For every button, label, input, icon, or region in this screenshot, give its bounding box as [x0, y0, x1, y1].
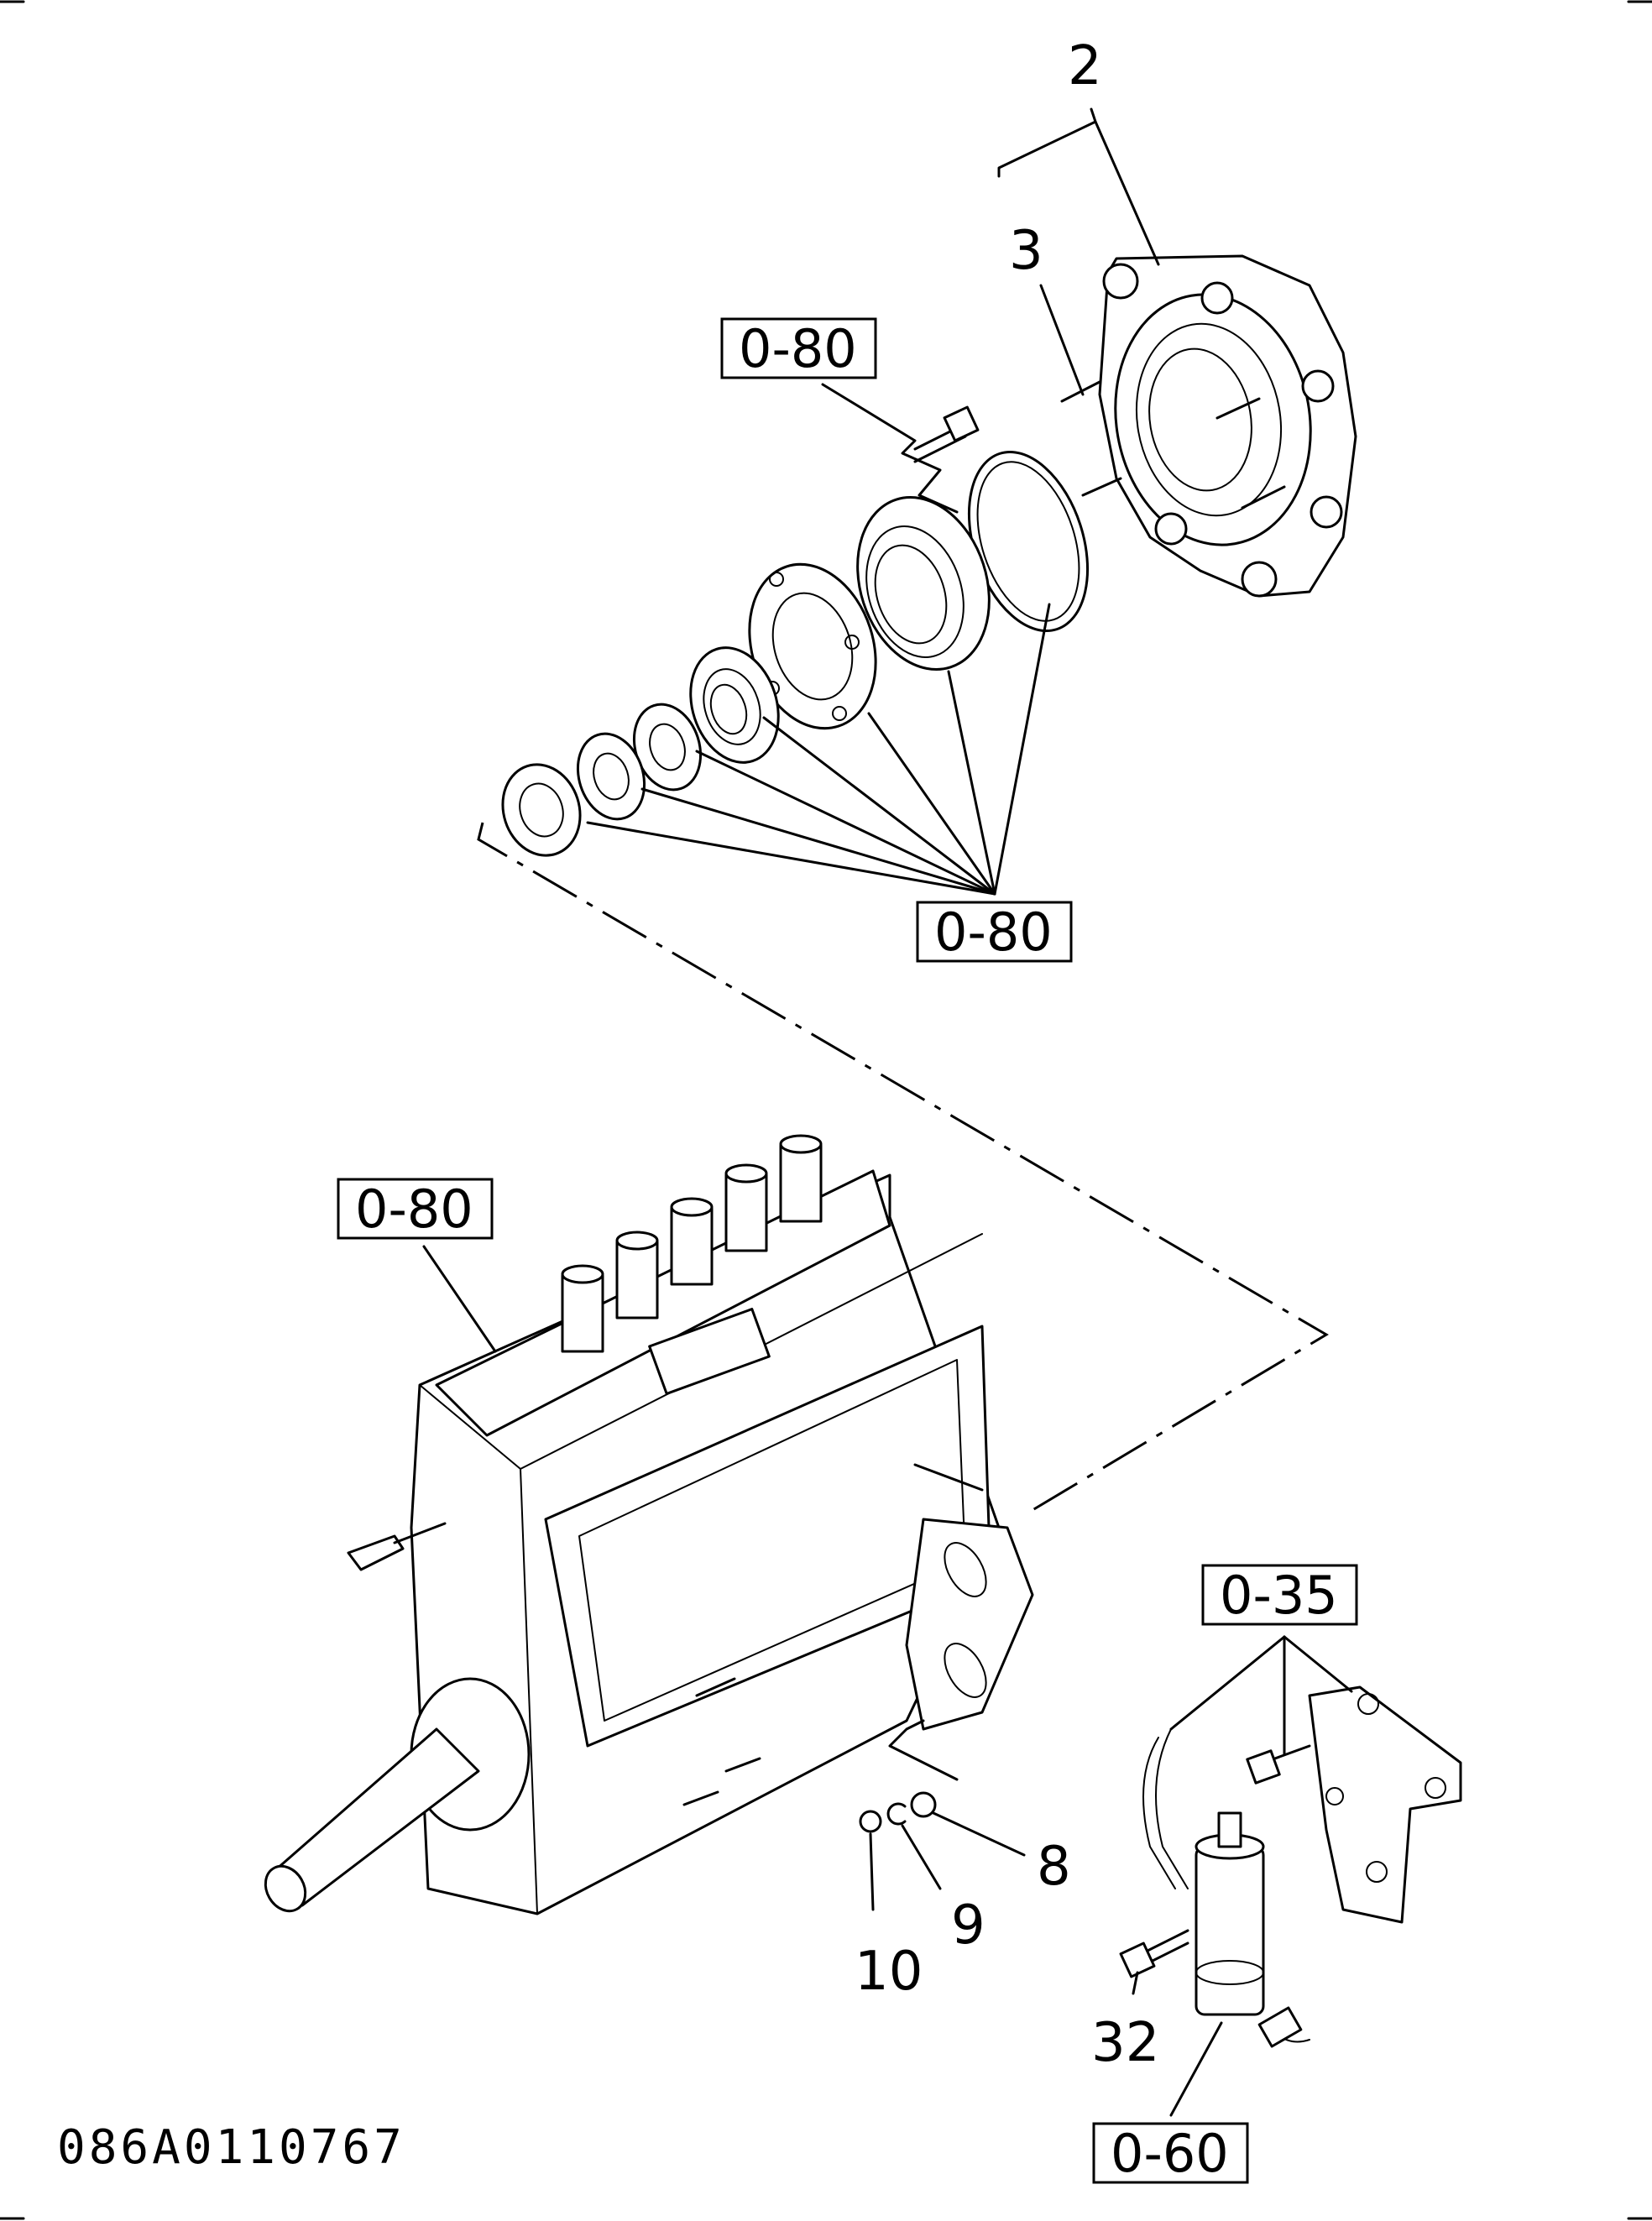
callout-32: 32	[1091, 2012, 1159, 2074]
gasket	[967, 450, 1090, 633]
callout-3: 3	[1009, 220, 1043, 282]
callout-8: 8	[1037, 1836, 1071, 1898]
reference-box-bearing: 0-80	[916, 901, 1073, 963]
bearing-housing	[856, 495, 991, 672]
connecting-rod	[1142, 1728, 1189, 1889]
stop-solenoid	[1195, 1811, 1310, 2048]
ref-label: 0-80	[934, 901, 1053, 963]
washer-8	[910, 1791, 937, 1818]
reference-box-solenoid-bracket: 0-35	[1201, 1564, 1358, 1626]
ref-label: 0-80	[739, 318, 857, 379]
oil-seal	[501, 763, 582, 857]
bracket-bolt	[1246, 1744, 1311, 1785]
callout-10: 10	[855, 1941, 923, 2003]
bolt-top	[913, 405, 980, 463]
callout-2: 2	[1068, 35, 1102, 97]
nut-10	[859, 1810, 882, 1833]
injection-pump	[264, 1134, 1034, 1915]
delivery-valves	[561, 1134, 823, 1353]
leader-lines	[422, 107, 1353, 2117]
drawing-code: 086A0110767	[57, 2120, 405, 2175]
ref-label: 0-60	[1111, 2123, 1229, 2184]
bracket	[1308, 1685, 1462, 1924]
spring-washer-9	[886, 1802, 907, 1826]
ref-label: 0-35	[1220, 1565, 1338, 1626]
reference-box-pump: 0-80	[337, 1178, 494, 1240]
ref-label: 0-80	[355, 1178, 473, 1240]
callout-9: 9	[951, 1894, 985, 1957]
washer-b	[576, 732, 646, 821]
reference-box-top: 0-80	[720, 317, 877, 379]
reference-box-solenoid: 0-60	[1092, 2122, 1249, 2184]
drive-shaft	[264, 1677, 531, 1913]
bolt-32	[1119, 1929, 1189, 1978]
assembly-centerline	[477, 822, 1329, 1517]
flange-housing	[1060, 254, 1357, 598]
ball-bearing	[689, 646, 780, 764]
callouts: 2 3 8 9 10 32	[855, 35, 1159, 2074]
